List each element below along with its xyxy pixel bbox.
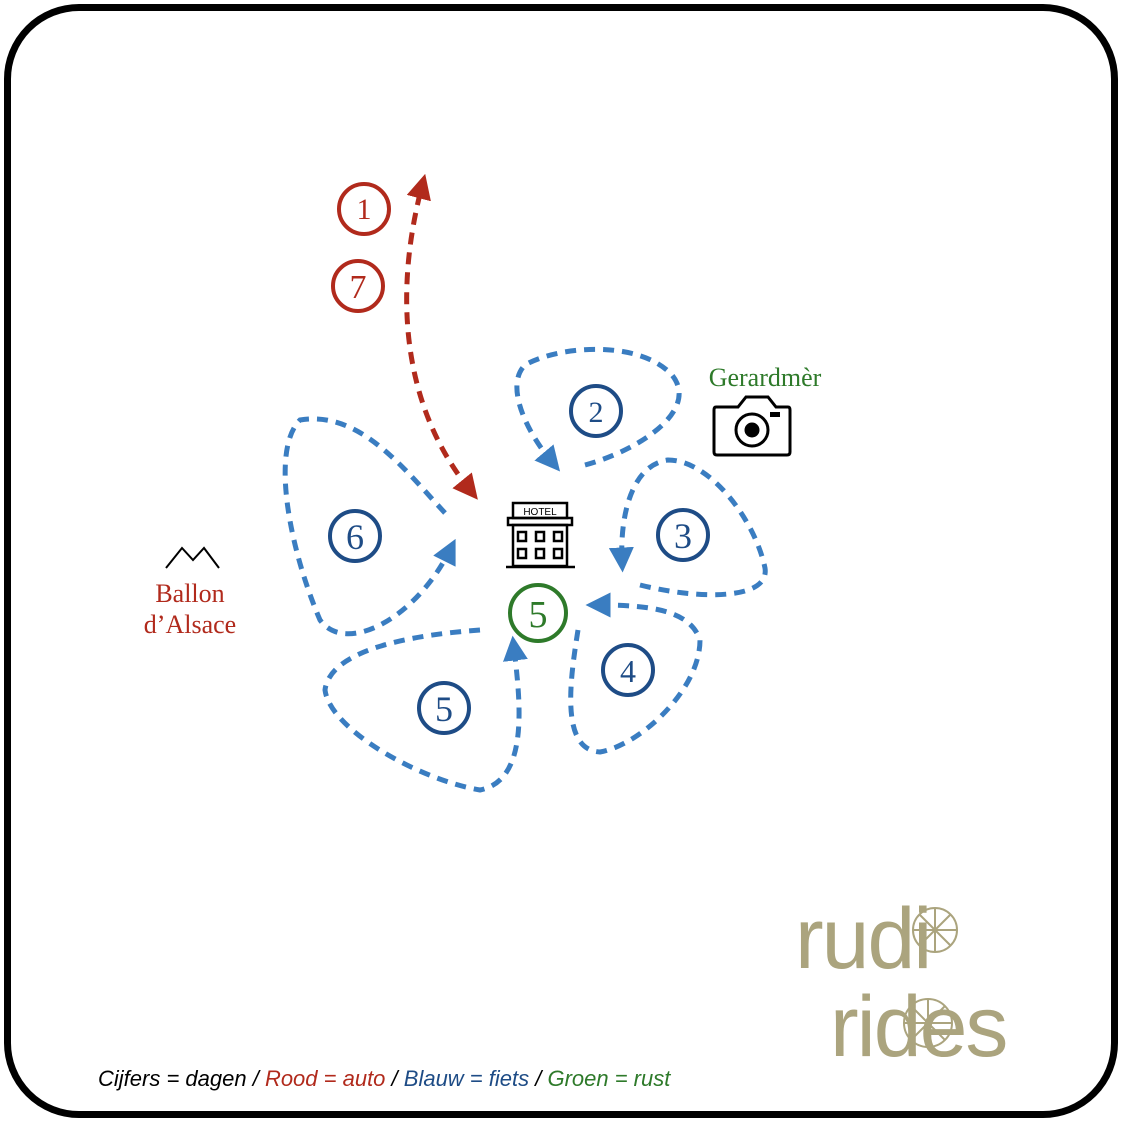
legend-days: Cijfers = dagen xyxy=(98,1066,247,1091)
bike-day-circle-6: 6 xyxy=(328,509,382,563)
hotel-icon: HOTEL xyxy=(506,501,575,569)
ballon-alsace-label: Ballon d’Alsace xyxy=(120,578,260,640)
bicycle-wheel-icon xyxy=(903,907,958,1048)
rest-day-circle: 5 xyxy=(508,583,568,643)
bike-day-circle-5: 5 xyxy=(417,681,471,735)
legend-sep-1: / xyxy=(246,1066,265,1091)
car-day-back-label: 7 xyxy=(350,269,367,306)
bike-day-4-label: 4 xyxy=(620,653,636,689)
car-day-out-label: 1 xyxy=(357,193,372,226)
legend-car: Rood = auto xyxy=(264,1066,386,1091)
bike-loop-2 xyxy=(514,346,682,472)
mountain-icon xyxy=(165,546,220,569)
bike-day-circle-3: 3 xyxy=(656,508,710,562)
bike-loop-6 xyxy=(282,416,456,637)
car-day-circle-out: 1 xyxy=(337,182,391,236)
legend-sep-2: / xyxy=(385,1066,404,1091)
bike-day-circle-4: 4 xyxy=(601,643,655,697)
bike-loop-5 xyxy=(322,627,528,793)
hotel-sign-label: HOTEL xyxy=(523,507,557,518)
bike-day-3-label: 3 xyxy=(674,516,692,556)
rudi-rides-logo: rudi rides xyxy=(795,891,1008,1068)
ballon-line-1: Ballon xyxy=(155,579,225,608)
bike-loop-3 xyxy=(608,457,768,598)
camera-icon xyxy=(712,395,792,457)
bike-day-6-label: 6 xyxy=(346,517,364,557)
legend-rest: Groen = rust xyxy=(547,1066,671,1091)
legend: Cijfers = dagen / Rood = auto / Blauw = … xyxy=(98,1066,670,1092)
bike-day-2-label: 2 xyxy=(589,396,604,429)
bike-loop-4 xyxy=(568,592,703,755)
gerardmer-label: Gerardmèr xyxy=(708,363,822,392)
logo-line-1: rudi xyxy=(795,891,930,987)
legend-sep-3: / xyxy=(529,1066,548,1091)
car-day-circle-back: 7 xyxy=(331,259,385,313)
car-route xyxy=(404,173,478,500)
bike-day-circle-2: 2 xyxy=(569,384,623,438)
legend-bike: Blauw = fiets xyxy=(403,1066,530,1091)
rest-day-label: 5 xyxy=(529,594,548,636)
bike-day-5-label: 5 xyxy=(435,689,453,729)
ballon-line-2: d’Alsace xyxy=(143,610,237,639)
